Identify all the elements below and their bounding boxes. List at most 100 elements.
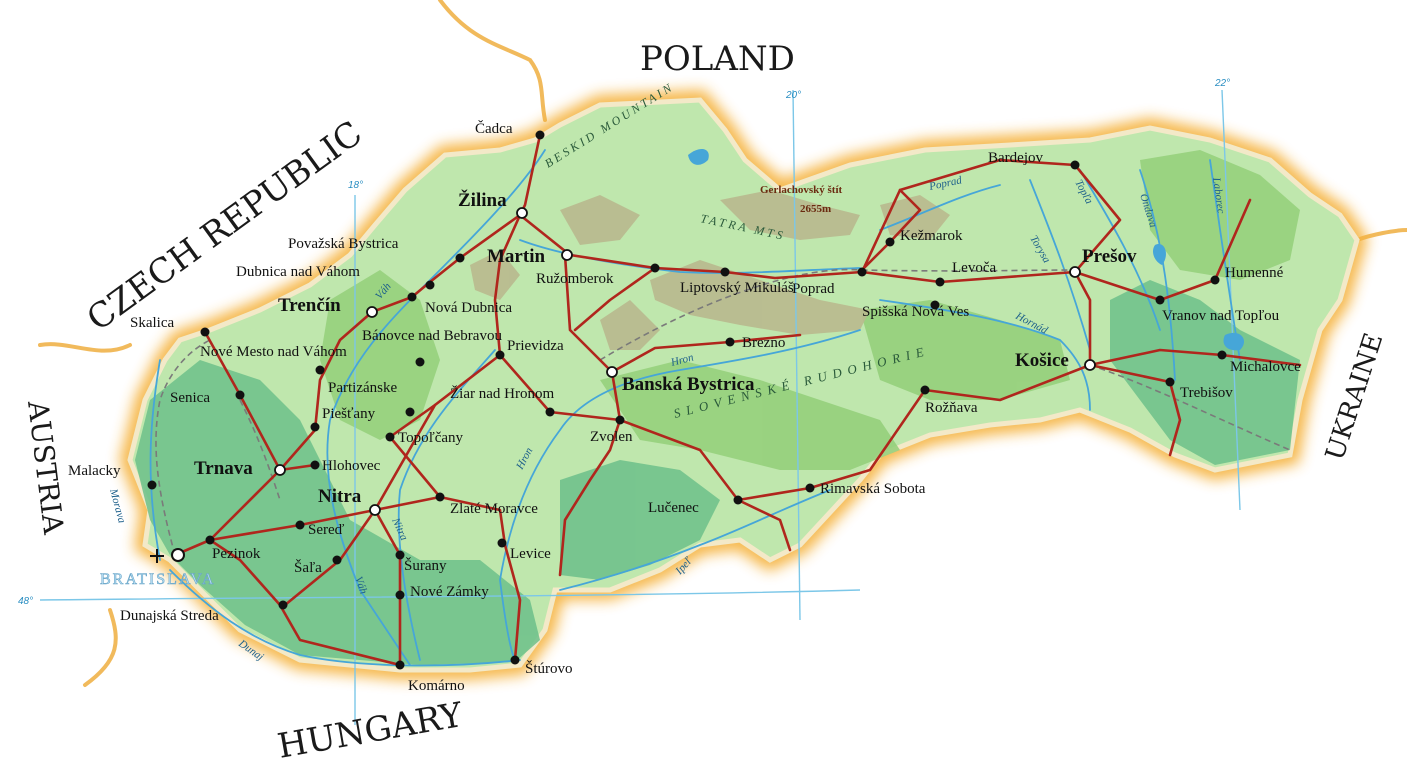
river-nitra <box>397 349 496 661</box>
peak-name: Gerlachovský štít <box>760 184 843 196</box>
river-topla <box>1079 169 1161 331</box>
country-label-ukraine: UKRAINE <box>1320 330 1389 465</box>
svg-text:Nitra: Nitra <box>318 486 362 507</box>
river-hornad <box>879 299 1091 411</box>
svg-text:Ružomberok: Ružomberok <box>536 271 614 287</box>
city-topolcany[interactable]: Topoľčany <box>385 430 464 446</box>
city-prievidza[interactable]: Prievidza <box>495 338 564 360</box>
city-trencin[interactable]: Trenčín <box>278 295 378 318</box>
city-banska-bystrica[interactable]: Banská Bystrica <box>606 366 755 395</box>
city-ruzomberok[interactable]: Ružomberok <box>536 263 660 288</box>
city-roznava[interactable]: Rožňava <box>920 385 978 417</box>
city-dubnica[interactable]: Dubnica nad Váhom <box>236 264 435 290</box>
city-povazska-bystrica[interactable]: Považská Bystrica <box>288 236 465 263</box>
city-skalica[interactable]: Skalica <box>130 315 210 337</box>
river-ipel <box>559 489 831 591</box>
city-piestany[interactable]: Piešťany <box>310 406 376 432</box>
graticule-labels: 18° 20° 22° 48° <box>18 78 1230 607</box>
svg-text:Levoča: Levoča <box>952 260 996 276</box>
capital-marker <box>171 548 185 562</box>
city-kezmarok[interactable]: Kežmarok <box>885 228 963 247</box>
city-vranov[interactable]: Vranov nad Topľou <box>1155 295 1280 325</box>
svg-text:Malacky: Malacky <box>68 463 121 479</box>
svg-text:Žiar nad Hronom: Žiar nad Hronom <box>450 385 554 402</box>
svg-text:Hlohovec: Hlohovec <box>322 458 381 474</box>
river-dunaj <box>169 569 521 667</box>
lake-orava <box>688 148 709 165</box>
svg-text:Šaľa: Šaľa <box>294 559 322 576</box>
svg-text:Sereď: Sereď <box>308 522 345 538</box>
city-rimavska[interactable]: Rimavská Sobota <box>805 481 926 497</box>
city-nitra[interactable]: Nitra <box>318 486 381 516</box>
city-trebisov[interactable]: Trebišov <box>1165 377 1234 402</box>
city-senica[interactable]: Senica <box>170 390 245 406</box>
svg-text:Zvolen: Zvolen <box>590 429 633 445</box>
city-poprad[interactable]: Poprad <box>792 267 867 298</box>
city-brezno[interactable]: Brezno <box>725 335 786 351</box>
svg-text:Trenčín: Trenčín <box>278 295 341 316</box>
svg-text:Skalica: Skalica <box>130 315 174 331</box>
svg-text:Nová Dubnica: Nová Dubnica <box>425 300 512 316</box>
river-label-laborec: Laborec <box>1210 176 1227 215</box>
svg-text:Čadca: Čadca <box>475 120 513 137</box>
peak-elevation: 2655m <box>800 203 831 215</box>
city-pezinok[interactable]: Pezinok <box>205 535 261 563</box>
svg-text:Nové Zámky: Nové Zámky <box>410 584 489 600</box>
city-banovce[interactable]: Bánovce nad Bebravou <box>362 328 502 367</box>
city-komarno[interactable]: Komárno <box>395 660 465 695</box>
parallel-48 <box>39 589 861 601</box>
svg-text:Senica: Senica <box>170 390 210 406</box>
city-partizanske[interactable]: Partizánske <box>328 380 415 417</box>
svg-text:Liptovský Mikuláš: Liptovský Mikuláš <box>680 280 794 296</box>
city-levoca[interactable]: Levoča <box>935 260 997 287</box>
svg-text:Levice: Levice <box>510 546 551 562</box>
city-dunajska-streda[interactable]: Dunajská Streda <box>120 600 288 625</box>
city-humenne[interactable]: Humenné <box>1210 265 1284 285</box>
graticule-label-lon22: 22° <box>1214 78 1230 89</box>
city-cadca[interactable]: Čadca <box>475 120 545 140</box>
lake-domasa <box>1152 244 1166 265</box>
city-trnava[interactable]: Trnava <box>194 458 286 479</box>
svg-text:Bánovce nad Bebravou: Bánovce nad Bebravou <box>362 328 502 344</box>
svg-text:Topoľčany: Topoľčany <box>398 430 464 446</box>
city-nove-mesto[interactable]: Nové Mesto nad Váhom <box>200 344 347 375</box>
rivers <box>149 149 1241 667</box>
svg-text:Prievidza: Prievidza <box>507 338 564 354</box>
city-presov[interactable]: Prešov <box>1069 246 1137 278</box>
river-torysa <box>1029 179 1091 351</box>
city-levice[interactable]: Levice <box>497 538 552 563</box>
city-surany[interactable]: Šurany <box>395 550 447 575</box>
svg-text:Komárno: Komárno <box>408 678 465 694</box>
svg-text:Lučenec: Lučenec <box>648 500 699 516</box>
city-sala[interactable]: Šaľa <box>294 555 342 577</box>
city-bardejov[interactable]: Bardejov <box>988 150 1080 170</box>
city-zlate-moravce[interactable]: Zlaté Moravce <box>435 492 539 518</box>
svg-text:Rimavská Sobota: Rimavská Sobota <box>820 481 926 497</box>
graticule-label-lon18: 18° <box>348 180 363 191</box>
svg-text:Piešťany: Piešťany <box>322 406 376 422</box>
city-hlohovec[interactable]: Hlohovec <box>310 458 381 474</box>
capital-bratislava[interactable]: BRATISLAVA <box>100 548 215 588</box>
city-liptovsky[interactable]: Liptovský Mikuláš <box>680 267 794 297</box>
svg-text:Spišská Nová Ves: Spišská Nová Ves <box>862 304 969 320</box>
svg-text:Zlaté Moravce: Zlaté Moravce <box>450 501 538 517</box>
city-kosice[interactable]: Košice <box>1015 350 1096 371</box>
city-nova-dubnica[interactable]: Nová Dubnica <box>407 292 513 317</box>
city-martin[interactable]: Martin <box>487 246 573 267</box>
river-vah <box>326 149 546 666</box>
city-sered[interactable]: Sereď <box>295 520 345 539</box>
svg-text:Dunajská Streda: Dunajská Streda <box>120 608 219 624</box>
svg-text:Pezinok: Pezinok <box>212 546 261 562</box>
city-zilina[interactable]: Žilina <box>458 189 528 219</box>
city-zvolen[interactable]: Zvolen <box>590 415 633 446</box>
city-malacky[interactable]: Malacky <box>68 463 157 490</box>
city-ziar[interactable]: Žiar nad Hronom <box>450 385 555 417</box>
city-spisska[interactable]: Spišská Nová Ves <box>862 300 969 321</box>
city-lucenec[interactable]: Lučenec <box>648 495 743 517</box>
city-nove-zamky[interactable]: Nové Zámky <box>395 584 490 600</box>
country-label-poland: POLAND <box>640 39 795 79</box>
city-michalovce[interactable]: Michalovce <box>1217 350 1302 376</box>
lowlands <box>135 280 1300 665</box>
svg-text:Šurany: Šurany <box>404 557 447 574</box>
city-sturovo[interactable]: Štúrovo <box>510 655 573 678</box>
